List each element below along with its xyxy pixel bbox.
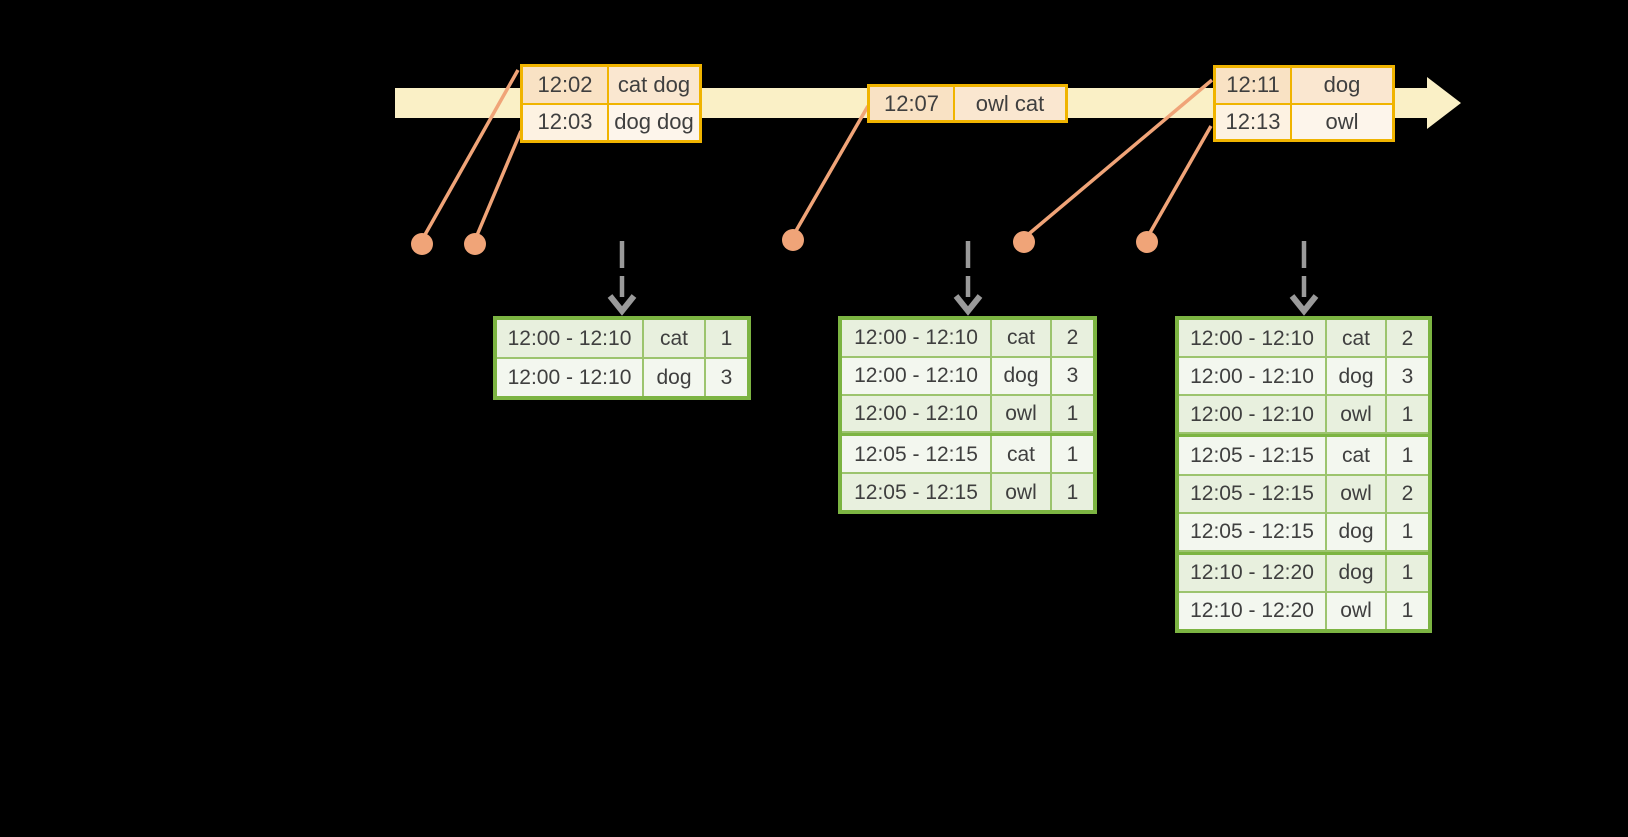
event-time: 12:13 <box>1216 104 1290 139</box>
table-row: 12:10 - 12:20 dog 1 <box>1179 551 1428 591</box>
table-row: 12:00 - 12:10 owl 1 <box>1179 396 1428 433</box>
result-table-3: 12:00 - 12:10 cat 2 12:00 - 12:10 dog 3 … <box>1175 316 1432 633</box>
window-cell: 12:05 - 12:15 <box>842 474 990 510</box>
count-cell: 2 <box>1052 320 1093 356</box>
event-time: 12:03 <box>523 104 607 140</box>
table-row: 12:00 - 12:10 owl 1 <box>842 395 1093 432</box>
table-row: 12:05 - 12:15 owl 1 <box>842 474 1093 510</box>
leader-line <box>473 130 523 241</box>
event-dot <box>1013 231 1035 253</box>
event-dot <box>1136 231 1158 253</box>
word-cell: owl <box>1327 396 1385 433</box>
window-cell: 12:00 - 12:10 <box>842 320 990 356</box>
event-words: owl cat <box>955 87 1065 120</box>
table-row: 12:00 - 12:10 cat 2 <box>842 320 1093 356</box>
count-cell: 1 <box>1387 554 1428 591</box>
word-cell: cat <box>1327 437 1385 474</box>
trigger-arrow-head-icon <box>953 294 983 316</box>
count-cell: 1 <box>1387 437 1428 474</box>
event-time: 12:11 <box>1216 68 1290 103</box>
table-row: 12:05 - 12:15 cat 1 <box>842 433 1093 473</box>
event-leader-lines <box>420 69 1214 241</box>
input-event-row: 12:13 owl <box>1216 104 1392 139</box>
count-cell: 1 <box>706 320 747 357</box>
event-dot <box>411 233 433 255</box>
word-cell: owl <box>992 395 1050 432</box>
leader-line <box>1022 78 1214 240</box>
window-cell: 12:10 - 12:20 <box>1179 554 1325 591</box>
table-row: 12:00 - 12:10 dog 3 <box>1179 358 1428 395</box>
count-cell: 1 <box>1052 474 1093 510</box>
table-row: 12:10 - 12:20 owl 1 <box>1179 592 1428 629</box>
count-cell: 1 <box>1387 396 1428 433</box>
input-event-row: 12:07 owl cat <box>870 87 1065 120</box>
table-row: 12:00 - 12:10 dog 3 <box>497 359 747 396</box>
leader-line <box>791 105 870 237</box>
table-row: 12:00 - 12:10 dog 3 <box>842 357 1093 394</box>
event-dot <box>464 233 486 255</box>
window-cell: 12:05 - 12:15 <box>842 436 990 473</box>
trigger-arrow-head-icon <box>607 294 637 316</box>
event-box-2: 12:07 owl cat <box>867 84 1068 123</box>
trigger-arrows <box>607 241 1319 316</box>
count-cell: 1 <box>1387 592 1428 629</box>
event-words: owl <box>1292 104 1392 139</box>
word-cell: owl <box>1327 475 1385 512</box>
input-event-row: 12:11 dog <box>1216 68 1392 103</box>
word-cell: dog <box>644 359 704 396</box>
word-cell: dog <box>1327 554 1385 591</box>
window-cell: 12:05 - 12:15 <box>1179 437 1325 474</box>
window-cell: 12:00 - 12:10 <box>1179 320 1325 357</box>
event-box-3: 12:11 dog 12:13 owl <box>1213 65 1395 142</box>
event-box-1: 12:02 cat dog 12:03 dog dog <box>520 64 702 143</box>
window-cell: 12:00 - 12:10 <box>497 359 642 396</box>
word-cell: cat <box>992 436 1050 473</box>
table-row: 12:05 - 12:15 dog 1 <box>1179 513 1428 550</box>
window-cell: 12:00 - 12:10 <box>497 320 642 357</box>
count-cell: 1 <box>1387 513 1428 550</box>
event-dots <box>411 229 1158 255</box>
table-row: 12:00 - 12:10 cat 2 <box>1179 320 1428 357</box>
result-table-1: 12:00 - 12:10 cat 1 12:00 - 12:10 dog 3 <box>493 316 751 400</box>
count-cell: 1 <box>1052 436 1093 473</box>
word-cell: dog <box>992 357 1050 394</box>
window-cell: 12:00 - 12:10 <box>842 357 990 394</box>
window-cell: 12:00 - 12:10 <box>842 395 990 432</box>
word-cell: dog <box>1327 513 1385 550</box>
trigger-arrow-head-icon <box>1289 294 1319 316</box>
count-cell: 3 <box>1387 358 1428 395</box>
word-cell: cat <box>644 320 704 357</box>
event-dot <box>782 229 804 251</box>
window-cell: 12:00 - 12:10 <box>1179 358 1325 395</box>
count-cell: 3 <box>706 359 747 396</box>
count-cell: 3 <box>1052 357 1093 394</box>
word-cell: cat <box>1327 320 1385 357</box>
event-words: cat dog <box>609 67 699 103</box>
event-words: dog dog <box>609 104 699 140</box>
leader-line <box>1145 125 1213 239</box>
leader-line <box>420 69 520 241</box>
event-words: dog <box>1292 68 1392 103</box>
count-cell: 2 <box>1387 475 1428 512</box>
word-cell: owl <box>1327 592 1385 629</box>
word-cell: dog <box>1327 358 1385 395</box>
input-event-row: 12:02 cat dog <box>523 67 699 103</box>
count-cell: 1 <box>1052 395 1093 432</box>
word-cell: cat <box>992 320 1050 356</box>
event-time: 12:02 <box>523 67 607 103</box>
window-cell: 12:05 - 12:15 <box>1179 513 1325 550</box>
window-cell: 12:10 - 12:20 <box>1179 592 1325 629</box>
input-event-row: 12:03 dog dog <box>523 104 699 140</box>
count-cell: 2 <box>1387 320 1428 357</box>
word-cell: owl <box>992 474 1050 510</box>
table-row: 12:05 - 12:15 owl 2 <box>1179 475 1428 512</box>
table-row: 12:05 - 12:15 cat 1 <box>1179 434 1428 474</box>
result-table-2: 12:00 - 12:10 cat 2 12:00 - 12:10 dog 3 … <box>838 316 1097 514</box>
table-row: 12:00 - 12:10 cat 1 <box>497 320 747 357</box>
window-cell: 12:00 - 12:10 <box>1179 396 1325 433</box>
window-cell: 12:05 - 12:15 <box>1179 475 1325 512</box>
event-time: 12:07 <box>870 87 953 120</box>
